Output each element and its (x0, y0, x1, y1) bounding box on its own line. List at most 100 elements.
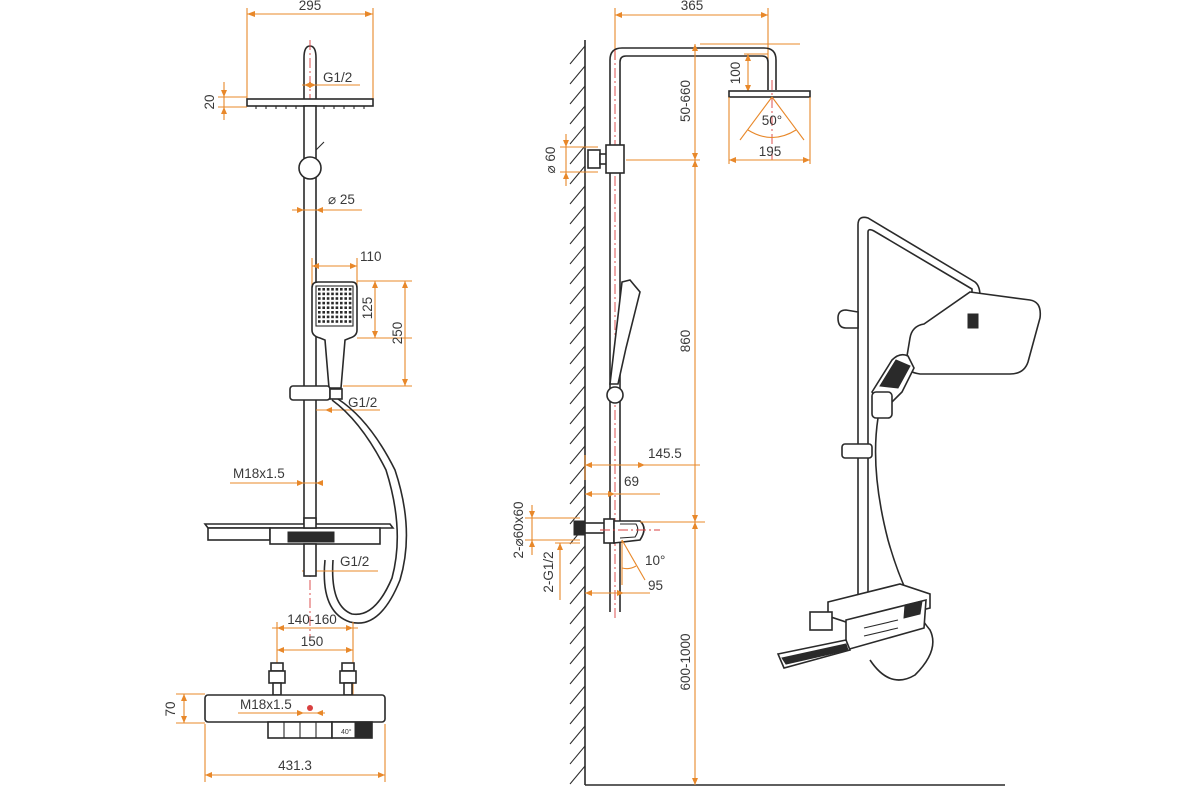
label-mount-height: 600-1000 (678, 633, 693, 690)
dim-hose-thread: G1/2 (316, 395, 380, 413)
nozzle (348, 292, 352, 296)
nozzle (331, 306, 334, 309)
nozzle (331, 292, 334, 296)
label-mixer-depth: 145.5 (648, 446, 682, 461)
label-hand-face: 125 (360, 297, 375, 320)
wall-hatch (569, 665, 586, 685)
nozzle (318, 306, 321, 309)
nozzle (348, 297, 352, 300)
nozzle (318, 301, 321, 305)
upper-bracket (587, 144, 625, 174)
nozzle (344, 315, 347, 319)
wall-hatch (569, 85, 586, 105)
nozzle (322, 292, 325, 296)
inlet-connectors (268, 662, 357, 696)
wall-hatch (569, 545, 586, 565)
nozzle (322, 301, 325, 305)
label-inlet-spacing-range: 140-160 (287, 612, 337, 627)
hand-shower-nozzle-grid (318, 288, 352, 323)
hose-inner (331, 399, 399, 616)
bracket-knob (298, 156, 322, 180)
nozzle (326, 315, 330, 319)
wall-hatch (569, 725, 586, 745)
shower-head-nozzles (255, 106, 365, 109)
nozzle (322, 320, 325, 323)
nozzle (335, 306, 339, 309)
wall-hatch (569, 705, 586, 725)
wall-hatch (569, 265, 586, 285)
mixer-side (573, 518, 645, 544)
nozzle (340, 288, 343, 291)
nozzle (335, 292, 339, 296)
hand-shower-side (609, 279, 641, 385)
wall-hatch (569, 425, 586, 445)
nozzle (340, 292, 343, 296)
nozzle (322, 306, 325, 309)
nozzle (348, 315, 352, 319)
wall-hatch (569, 205, 586, 225)
label-inlet-spacing: 150 (301, 634, 324, 649)
wall-hatch (569, 445, 586, 465)
display-temp: 40° (341, 728, 352, 736)
dim-inlet-thread: 2-G1/2 (541, 542, 580, 600)
hose (323, 398, 408, 624)
nozzle (326, 306, 330, 309)
wall-hatch (569, 765, 586, 785)
wall-hatch (569, 165, 586, 185)
dim-rail-length: 860 (678, 160, 698, 522)
nozzle (344, 306, 347, 309)
wall-hatch (569, 585, 586, 605)
wall-hatch (569, 285, 586, 305)
label-hand-length: 250 (390, 322, 405, 345)
nozzle (344, 297, 347, 300)
label-spout-angle: 10° (645, 553, 665, 568)
label-height-adjust: 50-660 (678, 80, 693, 122)
label-head-width: 295 (299, 0, 322, 13)
iso-rail-inner (867, 228, 973, 600)
wall-hatch (569, 565, 586, 585)
dim-nut-thread-upper: M18x1.5 (230, 466, 323, 486)
nozzle (348, 288, 352, 291)
dim-mixer-offset: 69 (585, 474, 660, 497)
wall-hatch (569, 105, 586, 125)
side-view: 365 100 50° (511, 0, 1005, 786)
nozzle (331, 311, 334, 314)
nozzle (335, 311, 339, 314)
shelf-mixer-front (203, 517, 395, 545)
dim-nut-thread-lower: M18x1.5 (238, 697, 325, 716)
wall-hatch (569, 245, 586, 265)
nozzle (326, 311, 330, 314)
label-outlet-thread: G1/2 (340, 554, 369, 569)
nozzle (331, 315, 334, 319)
slider-holder (289, 385, 331, 401)
dim-mixer-width: 431.3 (204, 724, 386, 782)
dim-arm-reach: 365 (614, 0, 769, 80)
dim-inlet-spacing: 150 (276, 622, 354, 700)
dim-height-adjust: 50-660 (678, 43, 800, 160)
wall-hatch (569, 405, 586, 425)
dim-mixer-depth: 145.5 (584, 446, 700, 480)
shower-head-side (728, 90, 811, 98)
dim-head-width: 295 (246, 0, 374, 100)
nozzle (348, 320, 352, 323)
wall-hatch (569, 645, 586, 665)
label-inlet-thread: 2-G1/2 (541, 551, 556, 592)
rail-and-arm-inner (619, 55, 769, 612)
nozzle (318, 320, 321, 323)
nozzle (344, 292, 347, 296)
nozzle (348, 311, 352, 314)
nozzle (344, 320, 347, 323)
nozzle (318, 297, 321, 300)
wall-hatch (569, 45, 586, 65)
nozzle (318, 288, 321, 291)
label-hose-thread: G1/2 (348, 395, 377, 410)
label-spray-angle: 50° (762, 113, 782, 128)
wall-hatch (569, 125, 586, 145)
label-spout-reach: 95 (648, 578, 663, 593)
dim-flange-size: 2-⌀60x60 (511, 502, 580, 558)
dim-spout-reach: 95 (585, 578, 663, 596)
nozzle (318, 315, 321, 319)
label-rail-length: 860 (678, 330, 693, 353)
nozzle (322, 311, 325, 314)
